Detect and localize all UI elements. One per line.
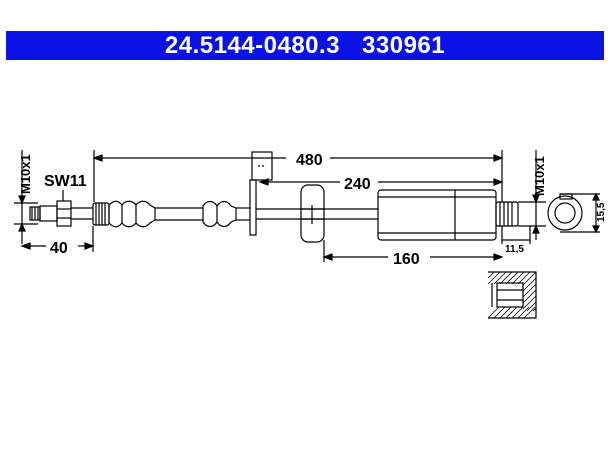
- right-sleeve: [377, 189, 497, 241]
- label-sw11: SW11: [44, 173, 87, 190]
- part-number: 24.5144-0480.3: [164, 32, 341, 59]
- label-15-5: 15,5: [596, 202, 607, 222]
- dim-240: [258, 178, 504, 186]
- left-crimp: [92, 200, 156, 228]
- reference-number: 330961: [362, 32, 446, 59]
- label-240: 240: [344, 176, 371, 193]
- left-fitting: [29, 190, 93, 227]
- dim-160: [322, 240, 504, 262]
- dim-480: [92, 150, 504, 202]
- right-fitting: [495, 201, 519, 227]
- right-thread-dimension: [518, 150, 546, 240]
- label-11-5: 11,5: [505, 244, 524, 255]
- label-thread-left: M10x1: [18, 154, 33, 194]
- title-bar: 24.5144-0480.3 330961: [6, 31, 604, 60]
- center-grommet: [300, 184, 325, 243]
- label-thread-right: M10x1: [532, 156, 547, 196]
- socket-section: [487, 271, 537, 319]
- left-thread-dimension: [14, 150, 38, 244]
- dim-40: [20, 226, 95, 252]
- hose-body: [155, 200, 378, 228]
- label-40: 40: [50, 240, 68, 257]
- dim-11-5: [501, 226, 531, 244]
- label-480: 480: [296, 152, 323, 169]
- bracket: [249, 151, 273, 236]
- end-view: [547, 192, 600, 234]
- label-160: 160: [393, 251, 420, 268]
